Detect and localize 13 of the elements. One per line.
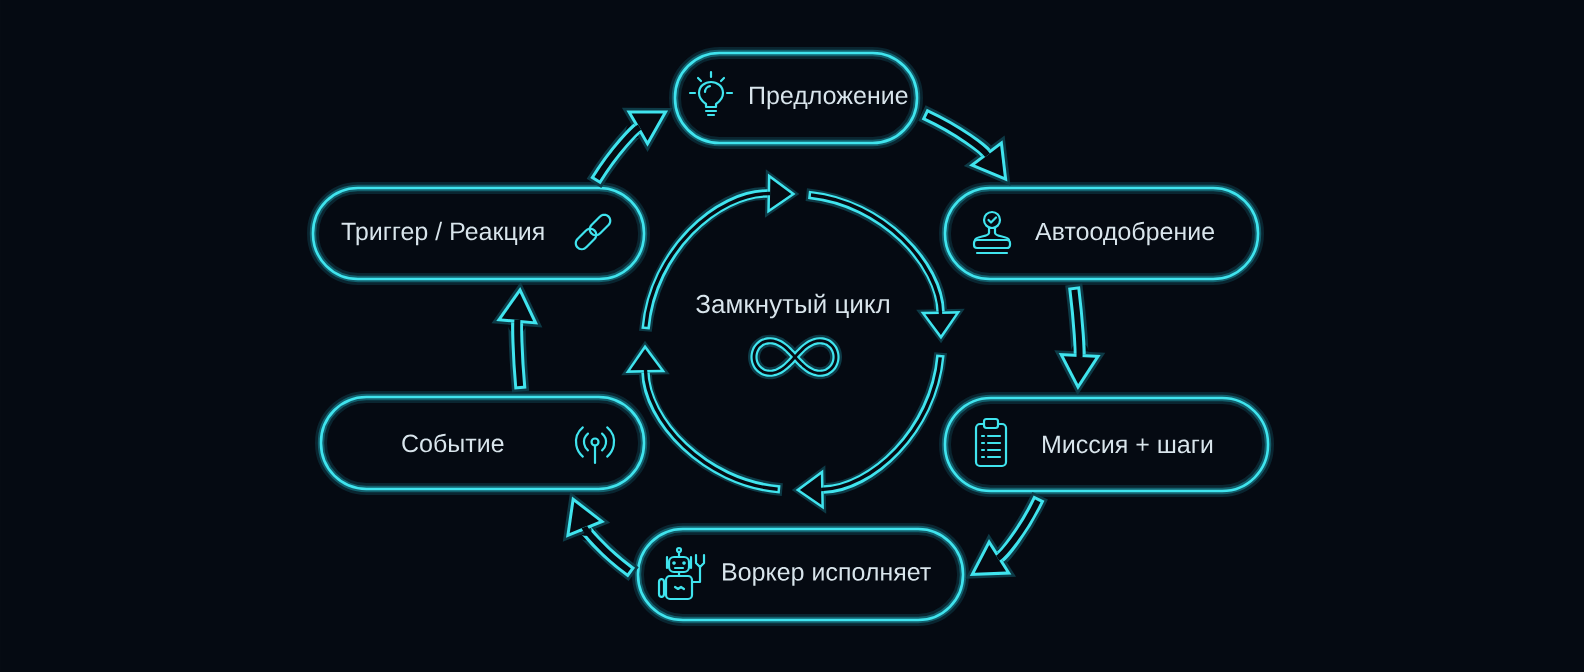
arrow	[586, 107, 673, 189]
pill-box: Событие	[315, 391, 650, 495]
center-label: Замкнутый цикл	[696, 293, 889, 319]
pill-box: Автоодобрение	[939, 182, 1264, 285]
pill-box: Миссия + шаги	[939, 392, 1274, 497]
arrow	[491, 281, 543, 393]
arrow	[918, 105, 1011, 186]
pill-box: Воркер исполняет	[632, 523, 969, 626]
arrow	[1054, 283, 1106, 396]
arrow	[562, 491, 639, 581]
pill-box: Предложение	[669, 47, 923, 149]
pill-box: Триггер / Реакция	[307, 182, 650, 285]
arrow	[965, 492, 1048, 579]
